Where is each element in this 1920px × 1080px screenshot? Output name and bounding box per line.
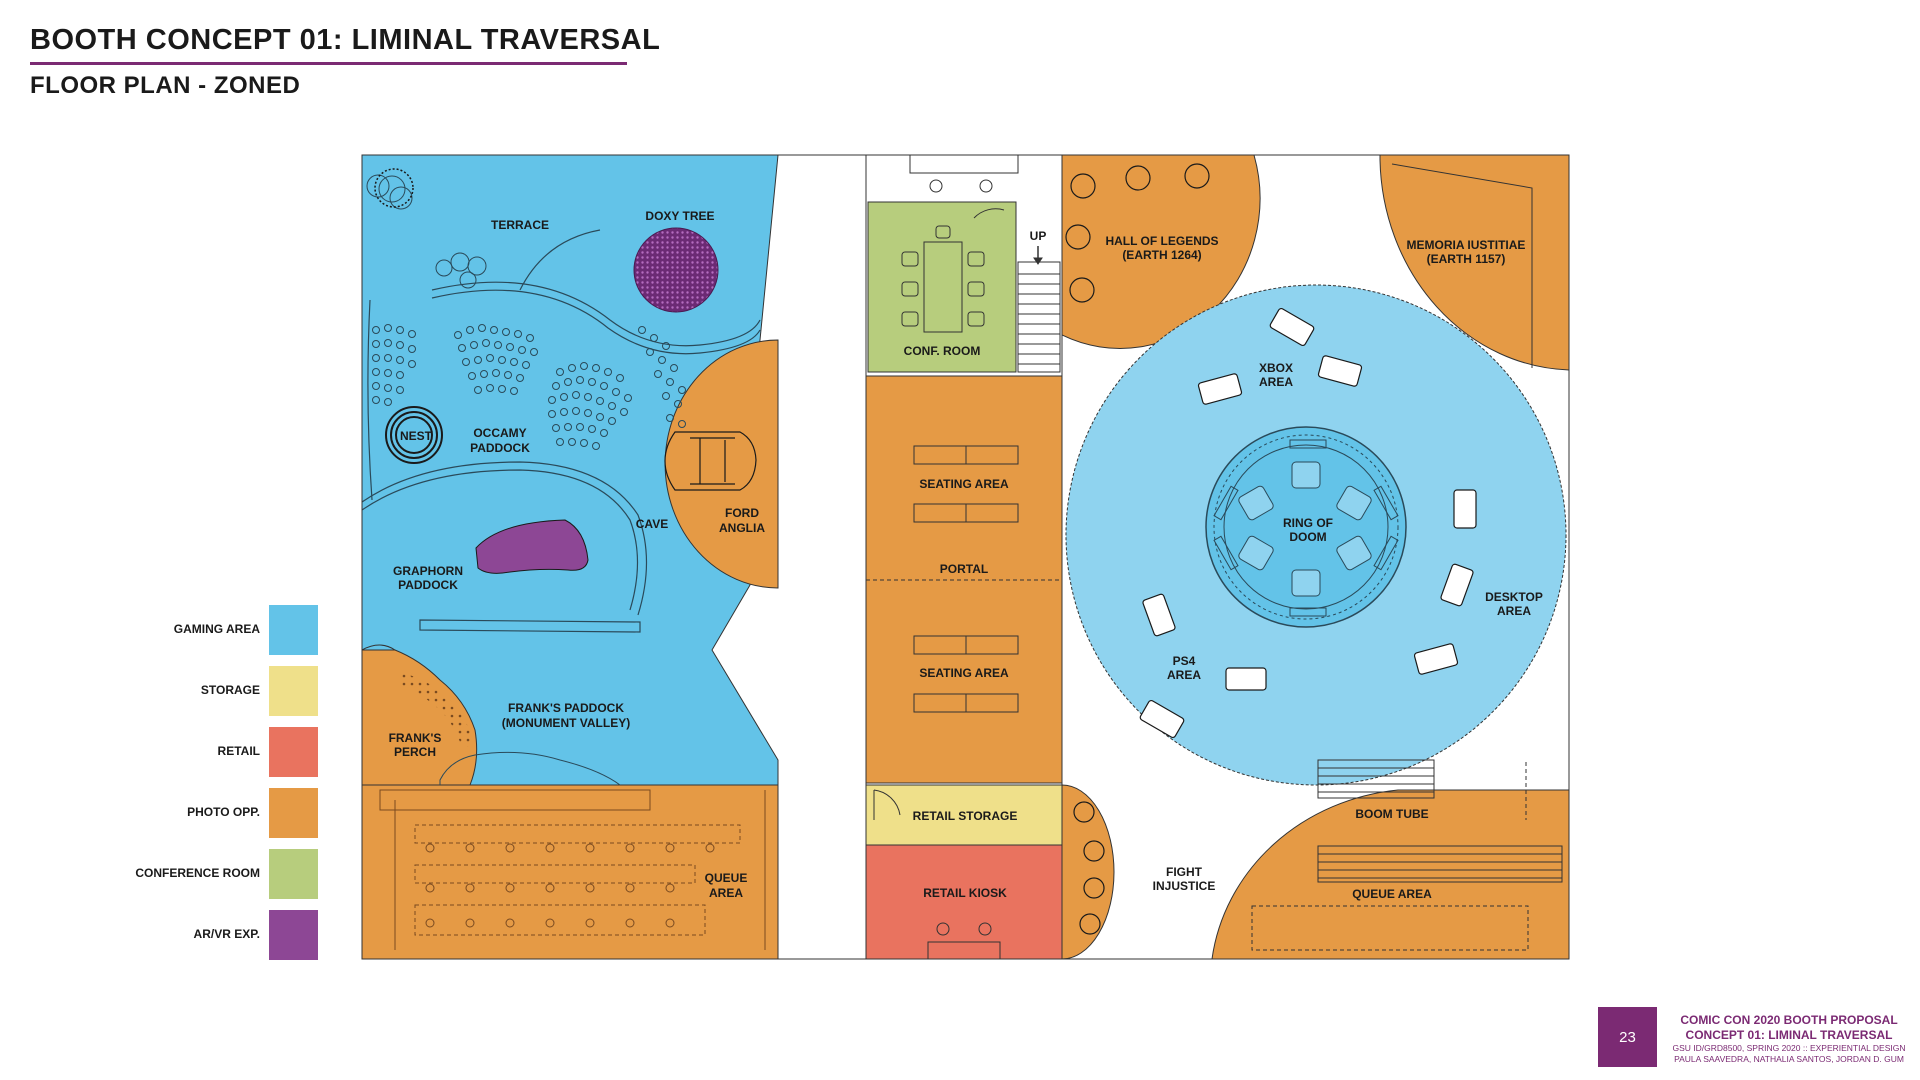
legend-swatch: [269, 788, 318, 838]
footer-line-3: GSU ID/GRD8500, SPRING 2020 :: EXPERIENT…: [1672, 1043, 1906, 1053]
label-franks-paddock-1: FRANK'S PADDOCK: [508, 701, 624, 715]
legend-item-storage: STORAGE: [100, 666, 318, 716]
label-boom-tube: BOOM TUBE: [1355, 807, 1428, 821]
label-portal: PORTAL: [940, 562, 988, 576]
label-ford-2: ANGLIA: [719, 521, 765, 535]
label-ps4-1: PS4: [1173, 654, 1196, 668]
label-cave: CAVE: [636, 517, 668, 531]
label-queue-left-1: QUEUE: [705, 871, 748, 885]
legend-label: PHOTO OPP.: [187, 805, 260, 819]
ring-seats: [1238, 461, 1372, 597]
legend-swatch: [269, 727, 318, 777]
center-zone: UP CONF. ROOM SEATING AREA PORTAL SEATIN…: [865, 154, 1063, 960]
ring-of-doom: [1205, 426, 1407, 628]
legend-item-retail: RETAIL: [100, 727, 318, 777]
label-ps4-2: AREA: [1167, 668, 1201, 682]
fight-injustice-zone: [1062, 784, 1115, 959]
label-hall-1: HALL OF LEGENDS: [1105, 234, 1218, 248]
footer-line-1: COMIC CON 2020 BOOTH PROPOSAL: [1680, 1013, 1898, 1027]
label-seating-area-1: SEATING AREA: [919, 477, 1009, 491]
label-desktop-2: AREA: [1497, 604, 1531, 618]
label-seating-area-2: SEATING AREA: [919, 666, 1009, 680]
label-retail-storage: RETAIL STORAGE: [913, 809, 1018, 823]
label-franks-perch-1: FRANK'S: [389, 731, 442, 745]
boom-tube-zone: [1211, 789, 1569, 959]
legend-item-arvr: AR/VR EXP.: [100, 910, 318, 960]
label-graphorn-2: PADDOCK: [398, 578, 458, 592]
legend-label: GAMING AREA: [173, 622, 260, 636]
legend-swatch: [269, 666, 318, 716]
footer-line-4: PAULA SAAVEDRA, NATHALIA SANTOS, JORDAN …: [1674, 1054, 1904, 1064]
occamy-dots: [372, 324, 686, 450]
label-ring-1: RING OF: [1283, 516, 1333, 530]
label-up: UP: [1030, 229, 1047, 243]
label-fight-1: FIGHT: [1166, 865, 1203, 879]
footer-line-2: CONCEPT 01: LIMINAL TRAVERSAL: [1685, 1028, 1893, 1042]
stairs: [1017, 246, 1061, 373]
legend-swatch: [269, 910, 318, 960]
label-fight-2: INJUSTICE: [1153, 879, 1216, 893]
label-queue-left-2: AREA: [709, 886, 743, 900]
retail-kiosk-zone: [865, 844, 1063, 960]
label-hall-2: (EARTH 1264): [1122, 248, 1201, 262]
label-ring-2: DOOM: [1289, 530, 1326, 544]
left-zone: TERRACE DOXY TREE NEST OCCAMY PADDOCK FO…: [361, 154, 779, 960]
label-terrace: TERRACE: [491, 218, 549, 232]
label-nest: NEST: [400, 429, 433, 443]
legend-swatch: [269, 849, 318, 899]
legend-label: STORAGE: [200, 683, 260, 697]
ring-consoles: [1213, 439, 1399, 617]
perch-texture: [398, 672, 475, 748]
label-doxy-tree: DOXY TREE: [645, 209, 714, 223]
footer-credits: COMIC CON 2020 BOOTH PROPOSAL CONCEPT 01…: [1666, 1013, 1912, 1065]
label-retail-kiosk: RETAIL KIOSK: [923, 886, 1007, 900]
legend-item-photo: PHOTO OPP.: [100, 788, 318, 838]
label-memoria-1: MEMORIA IUSTITIAE: [1407, 238, 1526, 252]
legend-item-gaming: GAMING AREA: [100, 605, 318, 655]
conf-table-area: [909, 154, 1019, 174]
label-ford-1: FORD: [725, 506, 759, 520]
hall-figures: [1065, 163, 1210, 303]
graphorn-arvr: [475, 519, 589, 574]
conference-table: [901, 208, 1005, 333]
doxy-tree: [633, 227, 719, 313]
legend-label: CONFERENCE ROOM: [135, 866, 260, 880]
label-occamy-1: OCCAMY: [473, 426, 526, 440]
gaming-stations: [1139, 307, 1477, 739]
label-graphorn-1: GRAPHORN: [393, 564, 463, 578]
page-number-badge: 23: [1598, 1007, 1657, 1067]
label-xbox-1: XBOX: [1259, 361, 1293, 375]
nest: [385, 406, 443, 464]
label-conf-room: CONF. ROOM: [904, 344, 981, 358]
memoria-zone: [1379, 155, 1569, 371]
label-memoria-2: (EARTH 1157): [1427, 252, 1506, 266]
legend-swatch: [269, 605, 318, 655]
bush-icon: [374, 168, 414, 208]
label-occamy-2: PADDOCK: [470, 441, 530, 455]
label-franks-paddock-2: (MONUMENT VALLEY): [502, 716, 630, 730]
legend-label: RETAIL: [217, 744, 260, 758]
ford-anglia-car: [664, 431, 757, 491]
legend-item-conference: CONFERENCE ROOM: [100, 849, 318, 899]
page-subtitle: FLOOR PLAN - ZONED: [30, 72, 301, 99]
label-xbox-2: AREA: [1259, 375, 1293, 389]
label-franks-perch-2: PERCH: [394, 745, 436, 759]
label-desktop-1: DESKTOP: [1485, 590, 1543, 604]
page-title: BOOTH CONCEPT 01: LIMINAL TRAVERSAL: [30, 24, 661, 56]
conf-room-zone: [867, 201, 1017, 373]
title-underline: [30, 62, 627, 65]
franks-perch-zone: [361, 649, 478, 786]
label-queue-right: QUEUE AREA: [1352, 887, 1432, 901]
right-zone: HALL OF LEGENDS (EARTH 1264) MEMORIA IUS…: [1062, 155, 1569, 959]
legend-label: AR/VR EXP.: [193, 927, 260, 941]
